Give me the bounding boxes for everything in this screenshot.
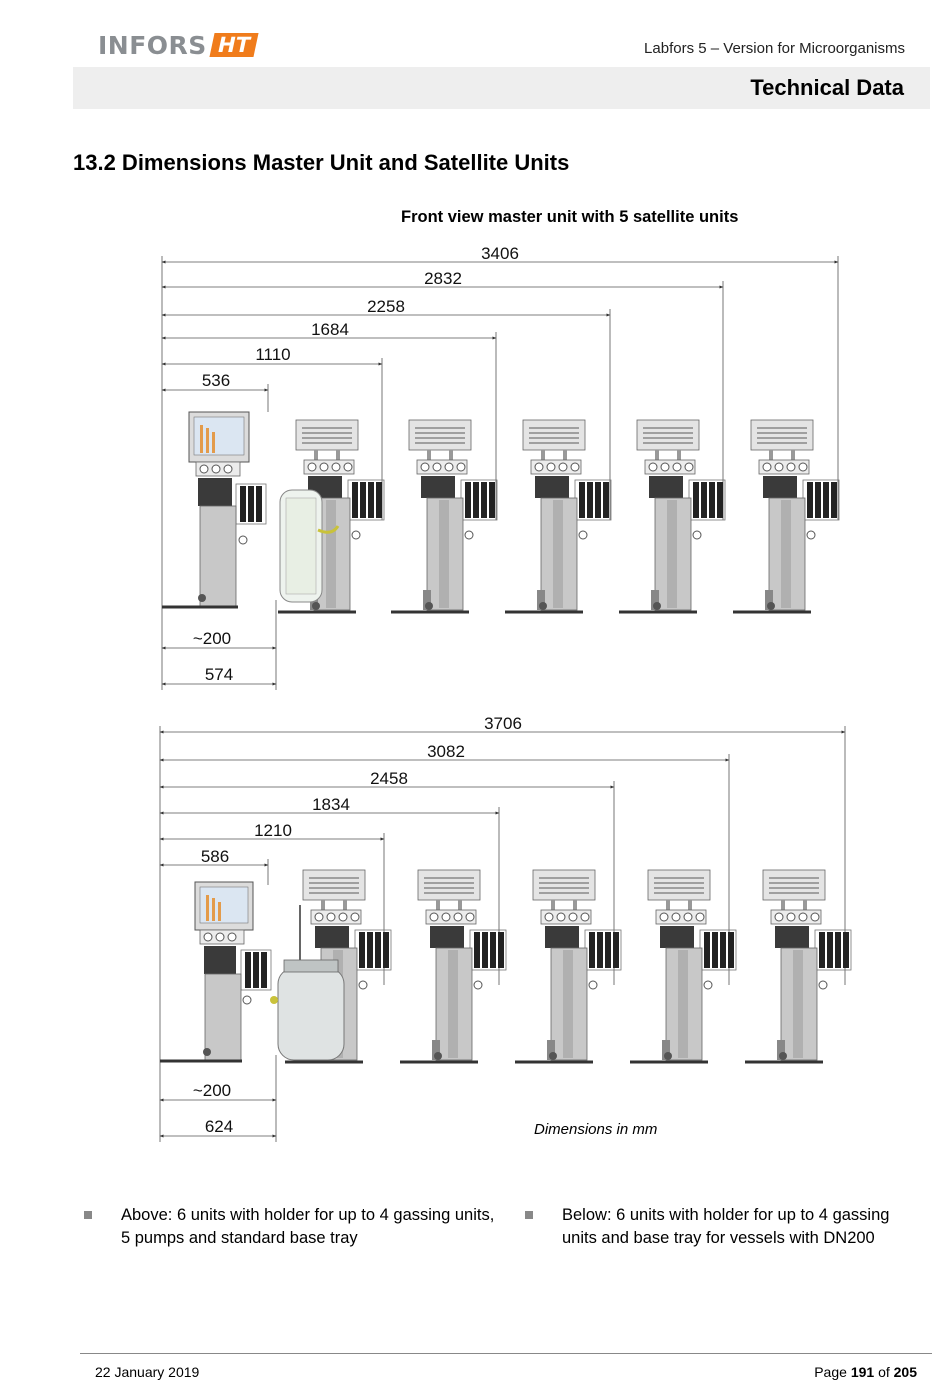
page-prefix: Page bbox=[814, 1364, 847, 1380]
satellite-with-vessel-top bbox=[276, 418, 386, 614]
dim-200-top: ~200 bbox=[193, 629, 231, 648]
footer-divider bbox=[80, 1353, 932, 1354]
bullet-above: Above: 6 units with holder for up to 4 g… bbox=[84, 1204, 501, 1249]
footer-page-number: Page 191 of 205 bbox=[814, 1364, 917, 1380]
dim-624: 624 bbox=[205, 1117, 233, 1136]
satellite-unit bbox=[617, 418, 727, 614]
page-total: 205 bbox=[893, 1364, 917, 1380]
section-band: Technical Data bbox=[73, 67, 930, 109]
dim-586: 586 bbox=[201, 847, 229, 866]
units-note: Dimensions in mm bbox=[534, 1121, 658, 1138]
infors-ht-logo: INFORS HT bbox=[98, 30, 259, 60]
dim-2458: 2458 bbox=[370, 769, 408, 788]
dim-536: 536 bbox=[202, 371, 230, 390]
lower-drawing: 3706 3082 2458 1834 1210 586 ~200 624 bbox=[159, 714, 853, 1142]
dim-2832: 2832 bbox=[424, 269, 462, 288]
document-subtitle: Labfors 5 – Version for Microorganisms bbox=[644, 40, 905, 57]
footer-date: 22 January 2019 bbox=[95, 1364, 200, 1380]
bullet-square-icon bbox=[525, 1211, 533, 1219]
dim-1210: 1210 bbox=[254, 821, 292, 840]
dim-1684: 1684 bbox=[311, 320, 349, 339]
satellite-unit bbox=[513, 868, 623, 1064]
satellite-unit bbox=[398, 868, 508, 1064]
logo-wordmark: INFORS bbox=[98, 30, 207, 60]
satellite-unit bbox=[503, 418, 613, 614]
dim-200-lower: ~200 bbox=[193, 1081, 231, 1100]
page-current: 191 bbox=[850, 1364, 875, 1380]
satellite-unit bbox=[731, 418, 841, 614]
dim-2258: 2258 bbox=[367, 297, 405, 316]
dim-1834: 1834 bbox=[312, 795, 350, 814]
section-title: Technical Data bbox=[750, 75, 904, 100]
dim-574: 574 bbox=[205, 665, 233, 684]
satellite-unit bbox=[389, 418, 499, 614]
page-heading: 13.2 Dimensions Master Unit and Satellit… bbox=[73, 150, 570, 175]
satellite-with-dn200-vessel-lower bbox=[270, 868, 393, 1064]
page-of: of bbox=[878, 1364, 890, 1380]
bullet-below-text: Below: 6 units with holder for up to 4 g… bbox=[562, 1206, 890, 1247]
dim-3406: 3406 bbox=[481, 244, 519, 263]
master-unit-lower bbox=[160, 881, 272, 1063]
bullet-above-text: Above: 6 units with holder for up to 4 g… bbox=[121, 1206, 495, 1247]
figure-caption: Front view master unit with 5 satellite … bbox=[401, 208, 739, 226]
top-drawing: 3406 2832 2258 1684 1110 536 ~200 574 bbox=[161, 244, 841, 690]
satellite-unit bbox=[628, 868, 738, 1064]
bullet-below: Below: 6 units with holder for up to 4 g… bbox=[525, 1204, 922, 1249]
dim-3082: 3082 bbox=[427, 742, 465, 761]
dimension-drawing: 3406 2832 2258 1684 1110 536 ~200 574 bbox=[159, 244, 853, 1142]
dim-3706: 3706 bbox=[484, 714, 522, 733]
bullet-square-icon bbox=[84, 1211, 92, 1219]
master-unit-top bbox=[162, 411, 267, 609]
satellite-unit bbox=[743, 868, 853, 1064]
dim-1110: 1110 bbox=[255, 345, 290, 364]
